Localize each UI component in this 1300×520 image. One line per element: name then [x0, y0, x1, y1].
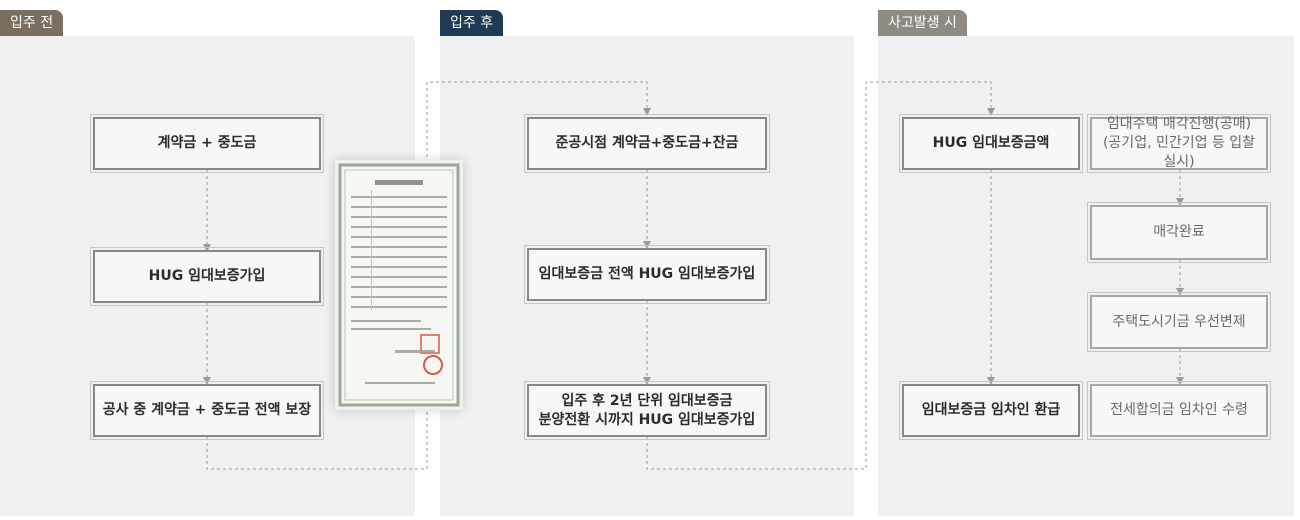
tab-before: 입주 전: [0, 10, 64, 36]
box-fund-priority-repayment: 주택도시기금 우선변제: [1087, 292, 1271, 352]
box-sale-complete: 매각완료: [1087, 202, 1271, 263]
tab-after: 입주 후: [440, 10, 504, 36]
box-completion-payment: 준공시점 계약금+중도금+잔금: [524, 114, 770, 173]
panel-accident: [878, 36, 1294, 516]
guarantee-certificate-image: [335, 160, 463, 410]
box-hug-join: HUG 임대보증가입: [90, 247, 324, 306]
box-hug-guarantee-amount: HUG 임대보증금액: [899, 114, 1083, 173]
box-full-deposit-hug-join: 임대보증금 전액 HUG 임대보증가입: [524, 245, 770, 304]
tab-accident: 사고발생 시: [878, 10, 967, 36]
box-construction-guarantee: 공사 중 계약금 + 중도금 전액 보장: [90, 381, 324, 440]
box-deposit-interim: 계약금 + 중도금: [90, 114, 324, 173]
box-housing-auction: 임대주택 매각진행(공매) (공기업, 민간기업 등 입찰실시): [1087, 114, 1271, 173]
box-deposit-refund: 임대보증금 임차인 환급: [899, 381, 1083, 440]
box-tenant-receipt: 전세합의금 임차인 수령: [1087, 381, 1271, 440]
box-two-year-renewal: 입주 후 2년 단위 임대보증금 분양전환 시까지 HUG 임대보증가입: [524, 381, 770, 440]
